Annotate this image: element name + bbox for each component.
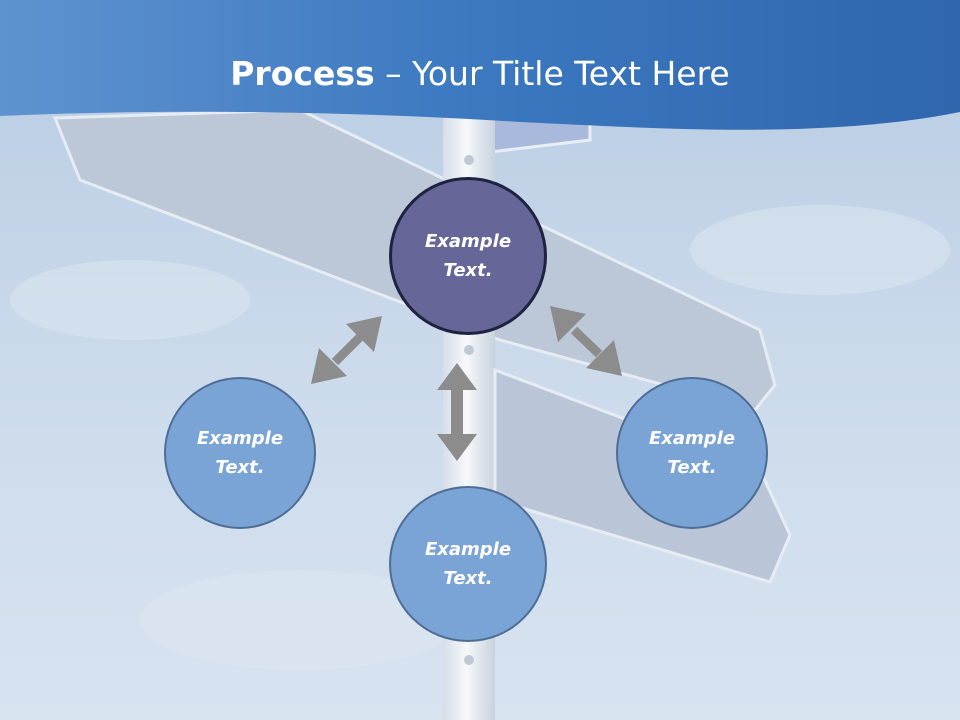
double-arrow-right [550,306,622,376]
title-bold: Process [230,54,375,93]
center-node-text: Example Text. [424,231,512,281]
title-rest: Your Title Text Here [412,54,730,93]
right-node-text: Example Text. [648,428,736,478]
right-node: Example Text. [616,377,768,529]
bottom-node: Example Text. [389,486,547,642]
bottom-node-text: Example Text. [424,539,512,589]
left-node-text: Example Text. [196,428,284,478]
double-arrow-left [311,316,382,384]
double-arrow-vertical [437,363,477,461]
center-node: Example Text. [389,177,547,335]
left-node: Example Text. [164,377,316,529]
slide-title: Process – Your Title Text Here [0,52,960,96]
header-band [0,0,960,130]
title-dash: – [374,54,413,93]
